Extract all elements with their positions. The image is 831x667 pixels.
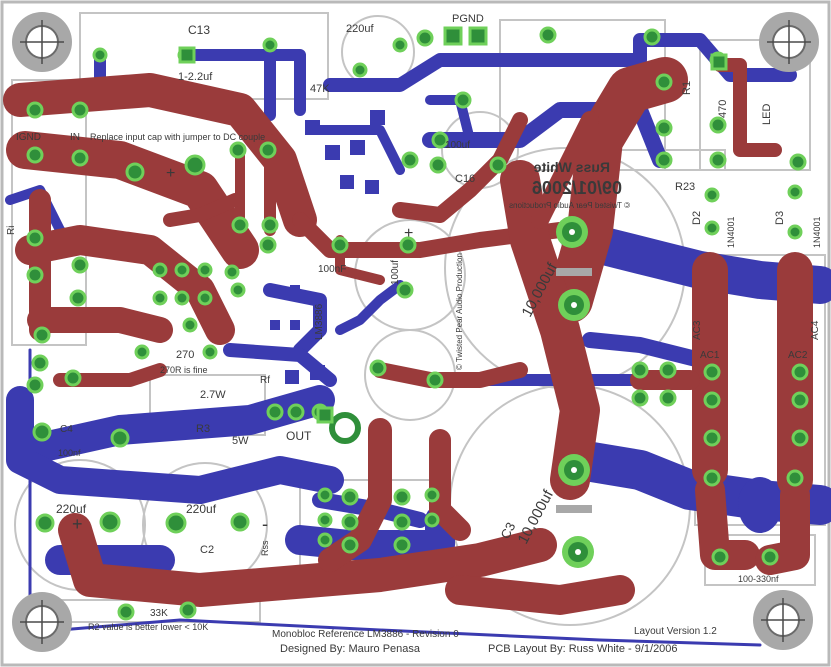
- credits-block: Russ White 09/01/2006 © Twisted Pear Aud…: [272, 159, 717, 655]
- out-terminal-pad: [329, 412, 361, 444]
- label-cap-bottom-right: 100-330nf: [738, 574, 779, 584]
- label-out: OUT: [286, 429, 312, 443]
- label-minus-c: -: [262, 514, 268, 534]
- label-plus-a: +: [404, 225, 413, 242]
- label-plus-c: +: [72, 514, 83, 534]
- label-ignd: IGND: [16, 132, 41, 143]
- label-r1: R1: [681, 81, 693, 95]
- label-ac2: AC2: [788, 350, 808, 361]
- label-c13-value: 1-2.2uf: [178, 71, 213, 83]
- mounting-holes: [12, 12, 819, 652]
- label-r3: R3: [196, 423, 210, 435]
- through-hole-pads: [26, 26, 809, 621]
- label-r1-value: 470: [717, 100, 729, 118]
- label-lm3886: LM3886: [314, 303, 325, 340]
- label-c1-value: 220uf: [56, 502, 87, 516]
- label-r2-value: 33K: [150, 608, 168, 619]
- label-c13: C13: [188, 23, 210, 37]
- label-ac1: AC1: [700, 350, 720, 361]
- label-r2-note: R2 value is better lower < 10K: [88, 622, 208, 632]
- label-r23: R23: [675, 181, 695, 193]
- label-led: LED: [761, 104, 773, 125]
- label-vertical-note: © Twisted Pear Audio Production: [455, 253, 464, 370]
- label-pgnd: PGND: [452, 13, 484, 25]
- credit-name-mirrored: Russ White: [534, 159, 610, 175]
- label-c4-value: 100nf: [58, 448, 81, 458]
- label-ac4: AC4: [810, 320, 821, 340]
- credit-layout-version: Layout Version 1.2: [634, 626, 717, 637]
- label-c4: C4: [60, 424, 73, 435]
- credit-date-mirrored: 09/01/2006: [532, 178, 622, 198]
- label-rf: Rf: [260, 375, 270, 386]
- label-d3-part: 1N4001: [812, 216, 822, 248]
- label-ac3: AC3: [692, 320, 703, 340]
- label-100uf-top: 100uf: [445, 140, 470, 151]
- credit-title: Monobloc Reference LM3886 - Revision 0: [272, 629, 459, 640]
- label-c-220u-top: 220uf: [346, 23, 374, 35]
- label-ri: Ri: [6, 226, 17, 235]
- bottom-copper-pads: [270, 110, 782, 533]
- credit-pcb-layout-by: PCB Layout By: Russ White - 9/1/2006: [488, 643, 678, 655]
- label-c2-value: 220uf: [186, 502, 217, 516]
- label-c3: C3: [497, 520, 518, 542]
- credit-company-mirrored: © Twisted Pear Audio Productions: [509, 201, 630, 210]
- label-d3: D3: [774, 211, 786, 225]
- label-rss: Rss: [260, 540, 270, 556]
- label-plus-b: +: [166, 165, 175, 182]
- label-c16: C16: [455, 173, 475, 185]
- label-270-note: 270R is fine: [160, 365, 208, 375]
- label-d2-part: 1N4001: [726, 216, 736, 248]
- label-c2: C2: [200, 544, 214, 556]
- label-d2: D2: [691, 211, 703, 225]
- label-r3-value: 5W: [232, 435, 249, 447]
- label-2-7w: 2.7W: [200, 389, 226, 401]
- label-270: 270: [176, 349, 194, 361]
- label-in: IN: [70, 132, 80, 143]
- label-100nf: 100nF: [318, 264, 346, 275]
- label-100uf: 100uf: [390, 260, 401, 285]
- credit-designed-by: Designed By: Mauro Penasa: [280, 643, 421, 655]
- label-47k: 47K: [310, 83, 330, 95]
- label-input-cap-note: Replace input cap with jumper to DC coup…: [90, 132, 265, 142]
- top-copper-layer: [3, 57, 813, 615]
